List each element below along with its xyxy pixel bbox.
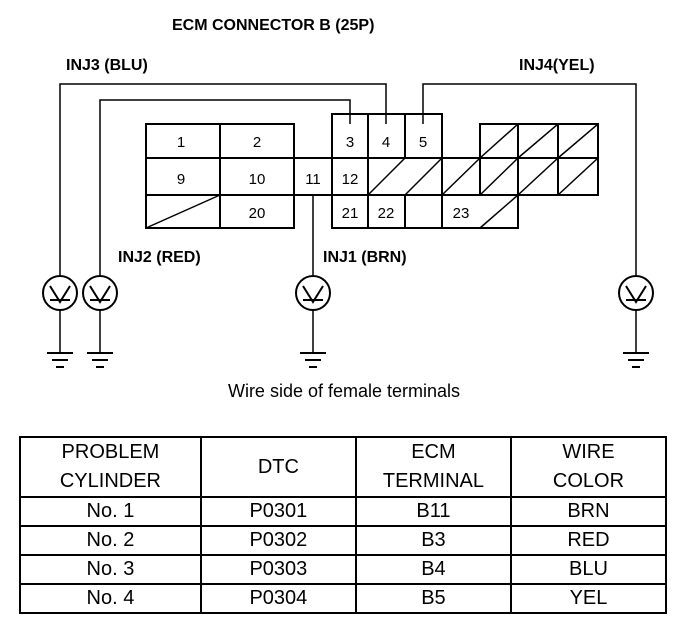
ground-icon [47, 352, 73, 368]
pin-20: 20 [249, 205, 266, 222]
cell-terminal: B4 [354, 554, 512, 585]
pin-23: 23 [453, 205, 470, 222]
pin-22: 22 [378, 205, 395, 222]
pin-10: 10 [249, 171, 266, 188]
cell-wire-color: YEL [509, 583, 668, 614]
pin-2: 2 [253, 134, 261, 151]
inj1-solenoid-icon [295, 275, 331, 311]
pin-3: 3 [346, 134, 354, 151]
cell-cylinder: No. 2 [19, 525, 202, 556]
cell-terminal: B5 [354, 583, 512, 614]
cell-dtc: P0302 [199, 525, 357, 556]
inj1-label: INJ1 (BRN) [323, 249, 407, 266]
ecm-connector-b [145, 113, 599, 229]
wires [59, 83, 637, 352]
wire-inj4 [422, 83, 637, 276]
cell-terminal: B3 [354, 525, 512, 556]
pin-21: 21 [342, 205, 359, 222]
pin-1: 1 [177, 134, 185, 151]
diagram-caption: Wire side of female terminals [228, 381, 460, 401]
wire-inj3 [59, 83, 387, 276]
inj4-label: INJ4(YEL) [519, 57, 595, 74]
inj2-solenoid-icon [82, 275, 118, 311]
cell-cylinder: No. 4 [19, 583, 202, 614]
ground-symbols [47, 352, 649, 368]
cell-wire-color: BRN [509, 496, 668, 527]
pin-11: 11 [305, 171, 321, 188]
diagram-title: ECM CONNECTOR B (25P) [172, 17, 374, 34]
cell-wire-color: BLU [509, 554, 668, 585]
ground-icon [300, 352, 326, 368]
cell-dtc: P0301 [199, 496, 357, 527]
pin-4: 4 [382, 134, 390, 151]
cell-dtc: P0303 [199, 554, 357, 585]
injector-symbols [42, 275, 654, 311]
wiring-diagram: ECM CONNECTOR B (25P) [42, 17, 654, 401]
cell-cylinder: No. 1 [19, 496, 202, 527]
cell-terminal: B11 [354, 496, 512, 527]
cell-wire-color: RED [509, 525, 668, 556]
pin-12: 12 [342, 171, 359, 188]
header-dtc: DTC [199, 436, 357, 498]
pin-numbers: 1 2 3 4 5 9 10 11 12 20 21 22 23 [177, 134, 470, 222]
pin-9: 9 [177, 171, 185, 188]
cell-dtc: P0304 [199, 583, 357, 614]
inj2-label: INJ2 (RED) [118, 249, 201, 266]
wire-inj2 [99, 99, 351, 276]
cell-cylinder: No. 3 [19, 554, 202, 585]
inj4-solenoid-icon [618, 275, 654, 311]
inj3-solenoid-icon [42, 275, 78, 311]
ground-icon [623, 352, 649, 368]
pin-5: 5 [419, 134, 427, 151]
ground-icon [87, 352, 113, 368]
inj3-label: INJ3 (BLU) [66, 57, 148, 74]
